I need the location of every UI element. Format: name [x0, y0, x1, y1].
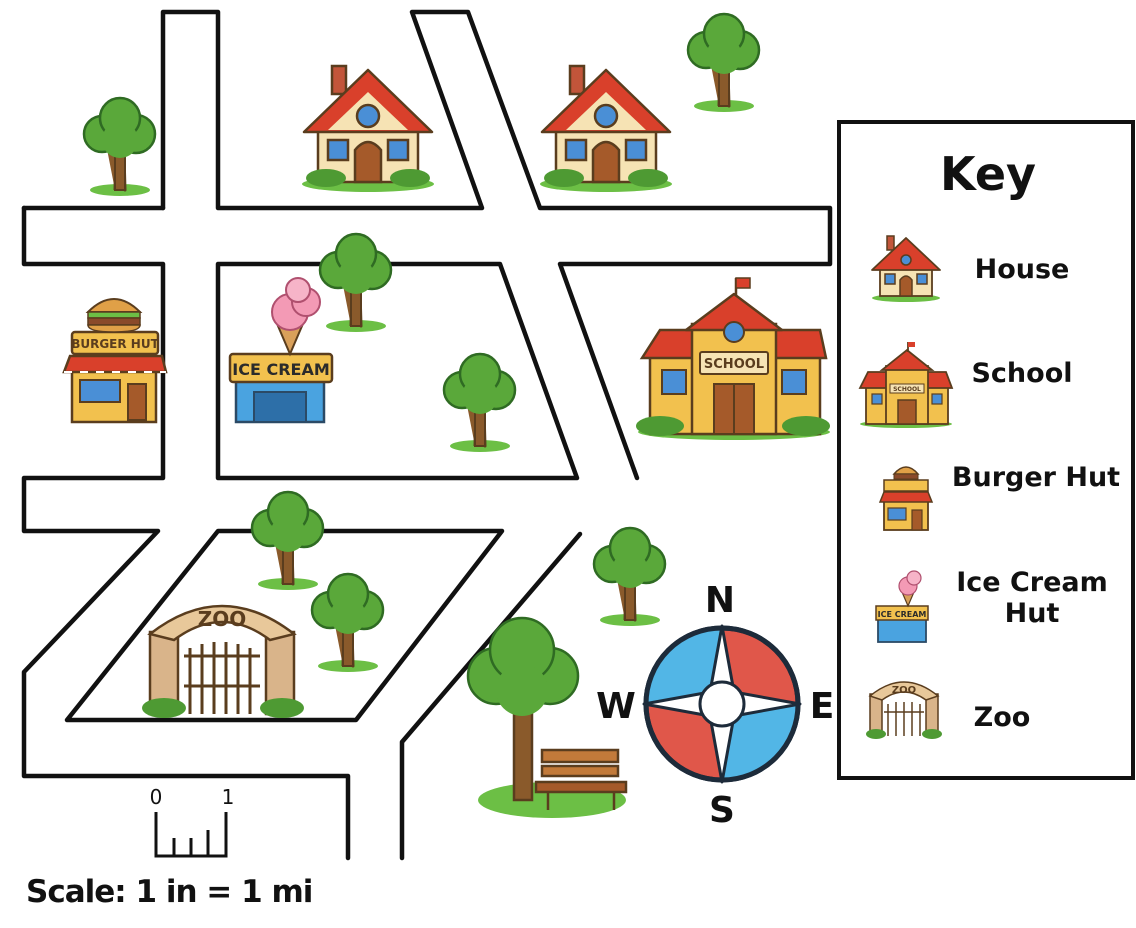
- bench-icon: [534, 748, 628, 810]
- key-item-zoo-label: Zoo: [974, 702, 1031, 733]
- tree-icon: [310, 572, 385, 674]
- ice-cream-hut-icon: ICE CREAM: [228, 277, 334, 424]
- scale-label: Scale: 1 in = 1 mi: [26, 874, 312, 910]
- park-icon: [466, 616, 628, 818]
- key-item-burger-hut-label: Burger Hut: [952, 462, 1120, 493]
- scale-bar: [154, 812, 228, 858]
- scale-tick-start: 0: [150, 785, 163, 809]
- house-icon: [300, 64, 436, 194]
- school-sign: SCHOOL: [704, 357, 764, 372]
- key-item-ice-cream-hut-label-line2: Hut: [1005, 598, 1060, 629]
- key-item-house-label: House: [975, 254, 1070, 285]
- compass-rose: [642, 624, 802, 784]
- ice-cream-sign: ICE CREAM: [232, 360, 330, 379]
- zoo-icon: ZOO: [142, 604, 304, 718]
- scale-tick-end: 1: [222, 785, 235, 809]
- compass-west-label: W: [596, 686, 636, 727]
- zoo-icon: ZOO: [866, 681, 942, 739]
- road-network: [21, 9, 833, 861]
- key-item-school-label: School: [971, 358, 1072, 389]
- burger-hut-sign: BURGER HUT: [71, 337, 159, 351]
- tree-icon: [442, 352, 517, 454]
- compass-north-label: N: [705, 580, 735, 621]
- zoo-sign: ZOO: [198, 607, 247, 631]
- key-title: Key: [940, 147, 1036, 201]
- school-icon: SCHOOL: [636, 277, 830, 440]
- school-icon: SCHOOL: [858, 342, 954, 428]
- key-school-sign: SCHOOL: [893, 386, 921, 393]
- ice-cream-hut-icon: ICE CREAM: [875, 570, 929, 643]
- key-ice-cream-sign: ICE CREAM: [878, 610, 927, 619]
- compass-south-label: S: [709, 790, 735, 831]
- compass-east-label: E: [810, 686, 835, 727]
- tree-icon: [250, 490, 325, 592]
- key-zoo-sign: ZOO: [892, 685, 916, 696]
- tree-icon: [318, 232, 393, 334]
- burger-hut-icon: [878, 466, 934, 531]
- key-item-ice-cream-hut-label-line1: Ice Cream: [956, 567, 1108, 598]
- tree-icon: [686, 12, 761, 114]
- map-key: Key House SCHOOL School Burg: [837, 120, 1135, 780]
- tree-icon: [82, 96, 157, 198]
- house-icon: [538, 64, 674, 194]
- burger-hut-icon: BURGER HUT: [62, 298, 168, 424]
- tree-icon: [592, 526, 667, 628]
